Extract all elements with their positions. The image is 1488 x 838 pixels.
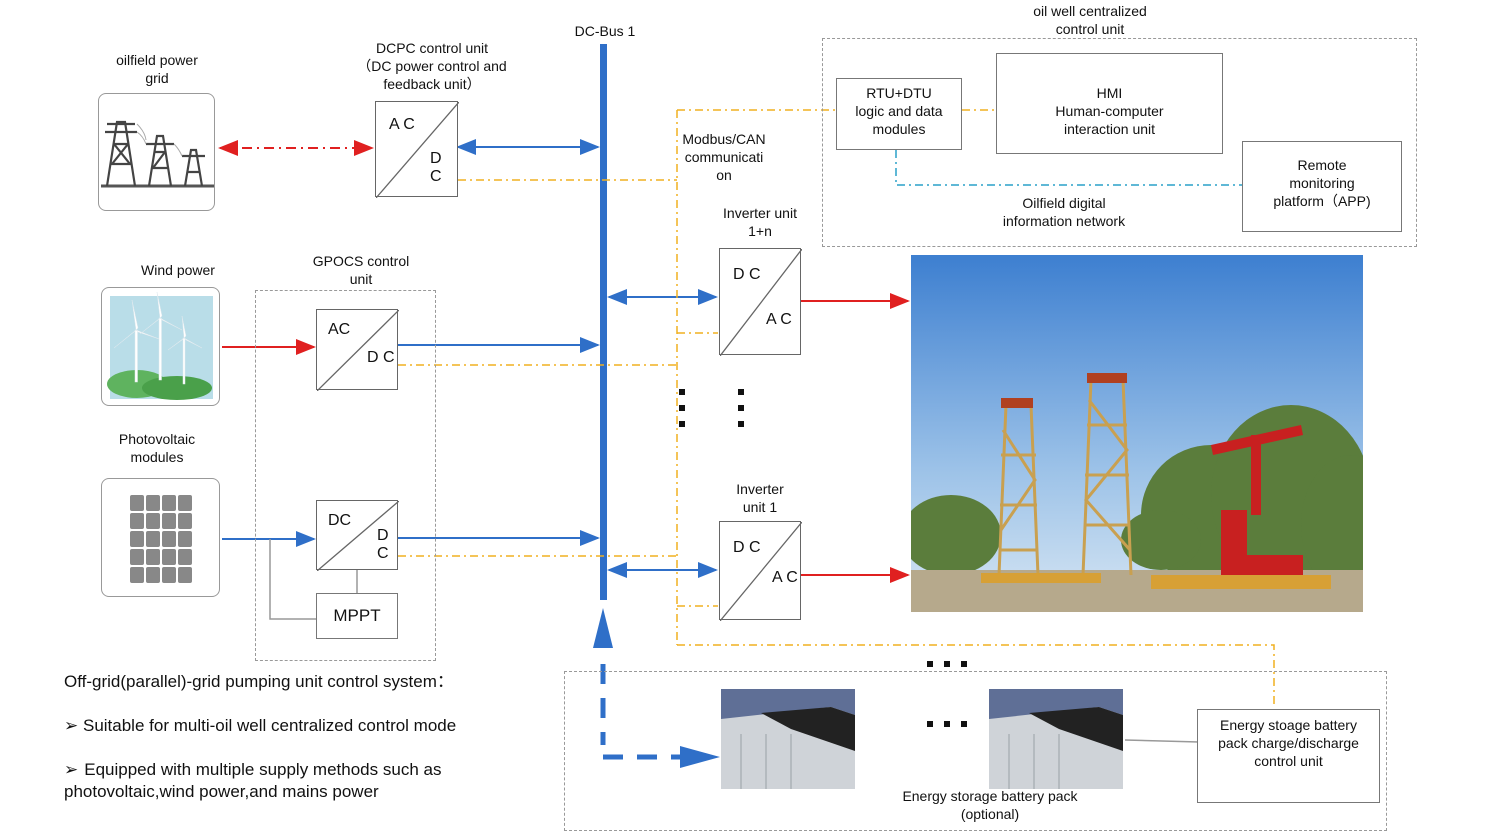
grid-label: oilfield power grid: [116, 52, 198, 86]
oil-well-photo: [911, 255, 1363, 612]
storage-control-box: Energy stoage battery pack charge/discha…: [1197, 709, 1380, 803]
inverter-1-title: Inverter unit 1: [736, 481, 784, 515]
dcpc-dc-label: D C: [430, 150, 442, 185]
storage-container: [564, 671, 1387, 831]
storage-control-label: Energy stoage battery pack charge/discha…: [1218, 717, 1359, 769]
battery-pack-image-2: [989, 689, 1123, 789]
ellipsis-dots-storage: [927, 721, 967, 727]
control-center-title: oil well centralized control unit: [1033, 3, 1147, 37]
ellipsis-dots-vertical: [679, 389, 744, 427]
network-label: Oilfield digital information network: [1002, 195, 1126, 229]
control-center-container: [822, 38, 1417, 247]
hmi-box: HMI Human-computer interaction unit: [996, 53, 1223, 154]
dc-bus-bar: [600, 44, 607, 600]
power-grid-icon: [98, 93, 215, 211]
wind-conv-ac: AC: [328, 321, 351, 338]
remote-monitoring-box: Remote monitoring platform（APP): [1242, 141, 1402, 232]
inverter-1-ac: A C: [772, 569, 798, 586]
mppt-label: MPPT: [333, 606, 381, 625]
inverter-n-dc: D C: [733, 266, 761, 283]
gpocs-container: [255, 290, 436, 661]
summary-bullet-1-text: Suitable for multi-oil well centralized …: [82, 716, 457, 735]
inverter-n-converter: D C A C: [719, 248, 802, 356]
bullet-arrow-icon: ➢: [64, 760, 79, 779]
bullet-arrow-icon: ➢: [64, 716, 79, 735]
wind-turbine-icon: [101, 287, 220, 406]
hmi-label: HMI Human-computer interaction unit: [1055, 85, 1164, 137]
rtu-label: RTU+DTU logic and data modules: [855, 85, 943, 137]
battery-pack-label: Energy storage battery pack (optional): [902, 788, 1078, 822]
dcpc-converter: A C D C: [375, 101, 459, 198]
wind-label: Wind power: [141, 262, 215, 278]
mppt-box: MPPT: [316, 593, 398, 639]
remote-label: Remote monitoring platform（APP): [1273, 157, 1371, 209]
wind-acdc-converter: AC D C: [316, 309, 399, 391]
inverter-n-title: Inverter unit 1+n: [723, 205, 797, 239]
comm-label: Modbus/CAN communicati on: [682, 131, 766, 183]
summary-bullet-2-text: Equipped with multiple supply methods su…: [64, 760, 442, 801]
dcpc-ac-label: A C: [389, 116, 415, 133]
summary-title: Off-grid(parallel)-grid pumping unit con…: [64, 672, 454, 691]
pv-conv-dc-bottom: D C: [377, 527, 389, 562]
summary-bullet-2: ➢ Equipped with multiple supply methods …: [64, 759, 564, 803]
ellipsis-dots-top: [927, 661, 967, 667]
dcpc-title: DCPC control unit （DC power control and …: [357, 40, 507, 92]
inverter-n-ac: A C: [766, 311, 792, 328]
solar-panel-icon: [101, 478, 220, 597]
pv-dcdc-converter: DC D C: [316, 500, 399, 571]
bus-up-arrow: [593, 608, 613, 648]
inverter-1-dc: D C: [733, 539, 761, 556]
dc-bus-label: DC-Bus 1: [574, 23, 636, 39]
battery-pack-image-1: [721, 689, 855, 789]
gpocs-title: GPOCS control unit: [312, 253, 410, 287]
pv-label: Photovoltaic modules: [118, 431, 196, 465]
pv-conv-dc-top: DC: [328, 512, 352, 529]
wind-conv-dc: D C: [367, 349, 395, 366]
inverter-1-converter: D C A C: [719, 521, 802, 621]
summary-bullet-1: ➢ Suitable for multi-oil well centralize…: [64, 715, 564, 737]
rtu-box: RTU+DTU logic and data modules: [836, 78, 962, 150]
